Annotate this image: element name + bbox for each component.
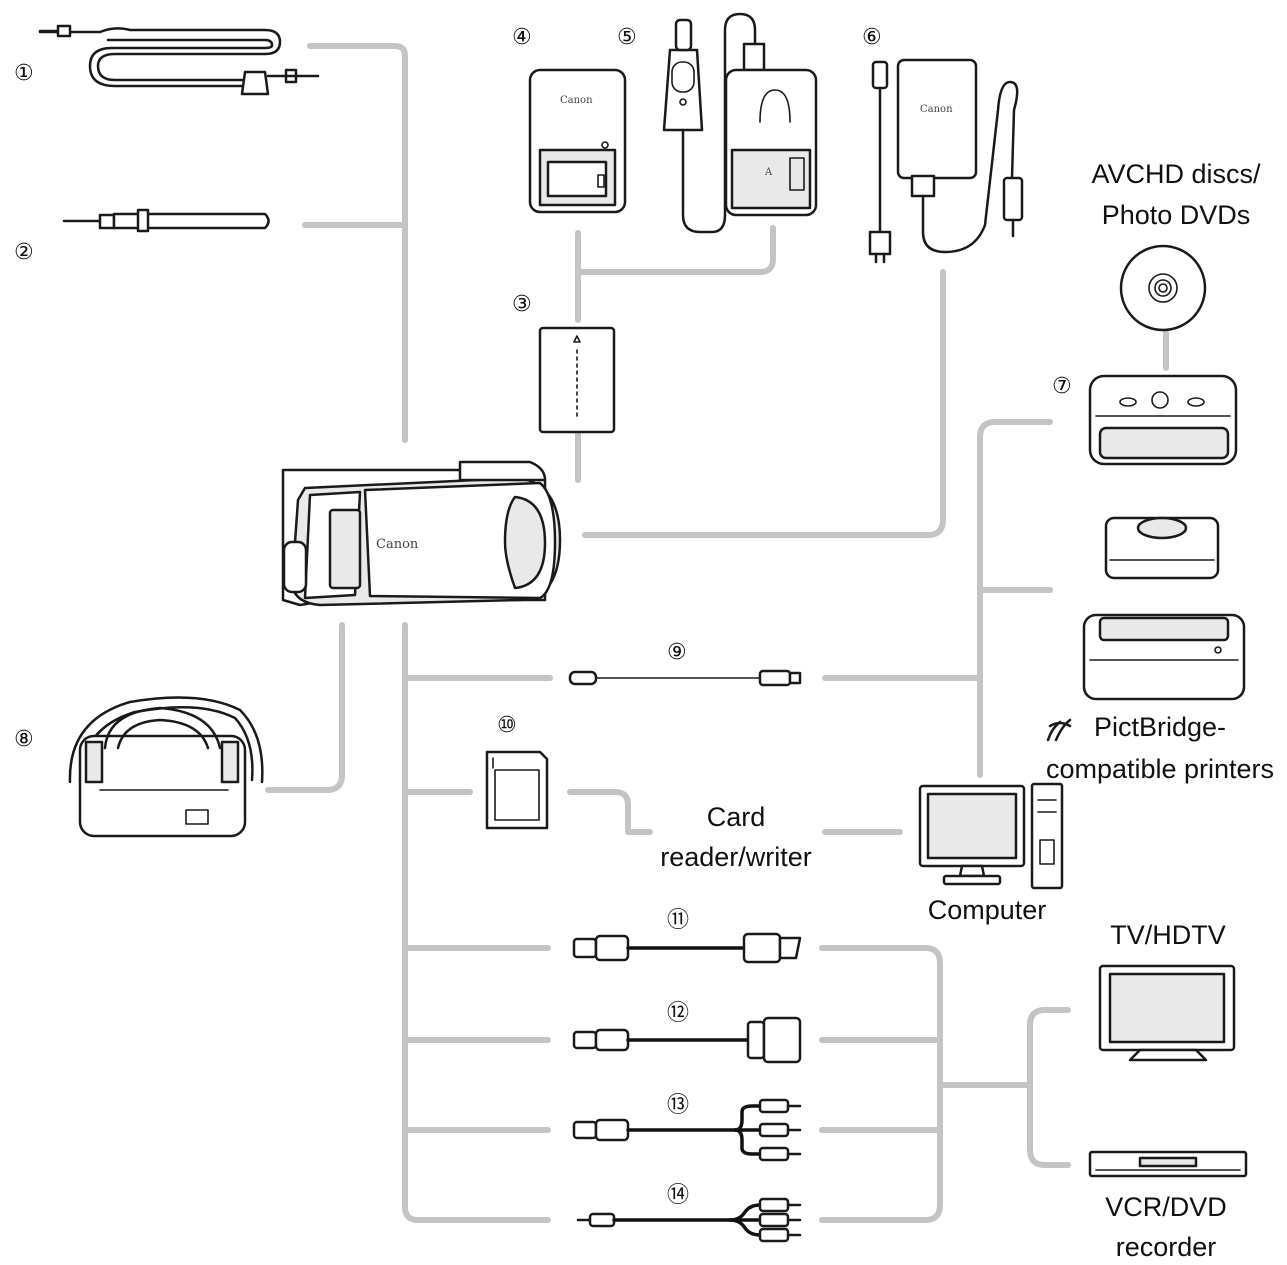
stereo-video-cable-2-icon [576,1197,802,1243]
card-reader-writer-label: reader/writer [660,842,812,872]
car-battery-charger-icon: A [662,12,818,234]
card-reader-label: Card [707,802,766,832]
tv-icon [1098,964,1236,1062]
item-number: ⑧ [14,727,34,752]
disc-icon [1119,244,1207,332]
battery-pack-icon [538,326,616,434]
compatible-printers-label: compatible printers [1046,754,1274,784]
pictbridge-logo-icon [1046,718,1072,742]
memory-card-icon [485,750,549,830]
item-number: ⑭ [667,1183,689,1208]
avchd-discs-label: AVCHD discs/ [1091,159,1261,189]
vcr-dvd-label: VCR/DVD [1105,1192,1227,1222]
shoulder-strap-icon [38,24,320,96]
battery-charger-icon: Canon [528,68,627,214]
compact-photo-printer-icon [1104,516,1220,580]
compact-power-adapter-icon: Canon [868,58,1024,264]
carrying-case-icon [68,696,264,838]
item-number: ⑥ [862,25,882,50]
item-number: ⑤ [617,25,637,50]
adapter-brand: Canon [920,104,953,115]
item-number: ③ [512,292,532,317]
component-cable-icon [572,1016,802,1064]
hdmi-cable-icon [572,932,802,964]
wrist-strap-icon [62,208,270,233]
item-number: ⑪ [667,908,689,933]
computer-icon [918,782,1064,890]
dvd-burner-icon [1088,374,1238,466]
recorder-label: recorder [1116,1232,1217,1262]
item-number: ① [14,61,34,86]
item-number: ⑨ [667,640,687,665]
connector-lines [265,43,1169,1223]
stereo-video-cable-icon [572,1098,802,1162]
item-number: ⑫ [667,1001,689,1026]
item-numbers: ① ② ③ ④ ⑤ ⑥ ⑦ ⑧ ⑨ ⑩ ⑪ ⑫ ⑬ ⑭ [14,25,1072,1208]
item-number: ② [14,240,34,265]
camcorder-brand: Canon [376,537,419,552]
charger-brand: Canon [560,95,593,106]
item-number: ⑦ [1052,374,1072,399]
camcorder-icon: Canon [281,460,562,607]
inkjet-printer-icon [1082,613,1246,701]
svg-text:A: A [764,167,773,178]
tv-hdtv-label: TV/HDTV [1110,920,1226,950]
usb-cable-icon [568,669,802,687]
computer-label: Computer [928,895,1047,925]
item-number: ⑬ [667,1093,689,1118]
item-number: ⑩ [497,713,517,738]
vcr-dvd-recorder-icon [1088,1150,1248,1178]
photo-dvds-label: Photo DVDs [1102,200,1251,230]
device-labels: AVCHD discs/ Photo DVDs PictBridge- comp… [660,159,1274,1262]
pictbridge-label: PictBridge- [1094,712,1226,742]
item-number: ④ [512,25,532,50]
